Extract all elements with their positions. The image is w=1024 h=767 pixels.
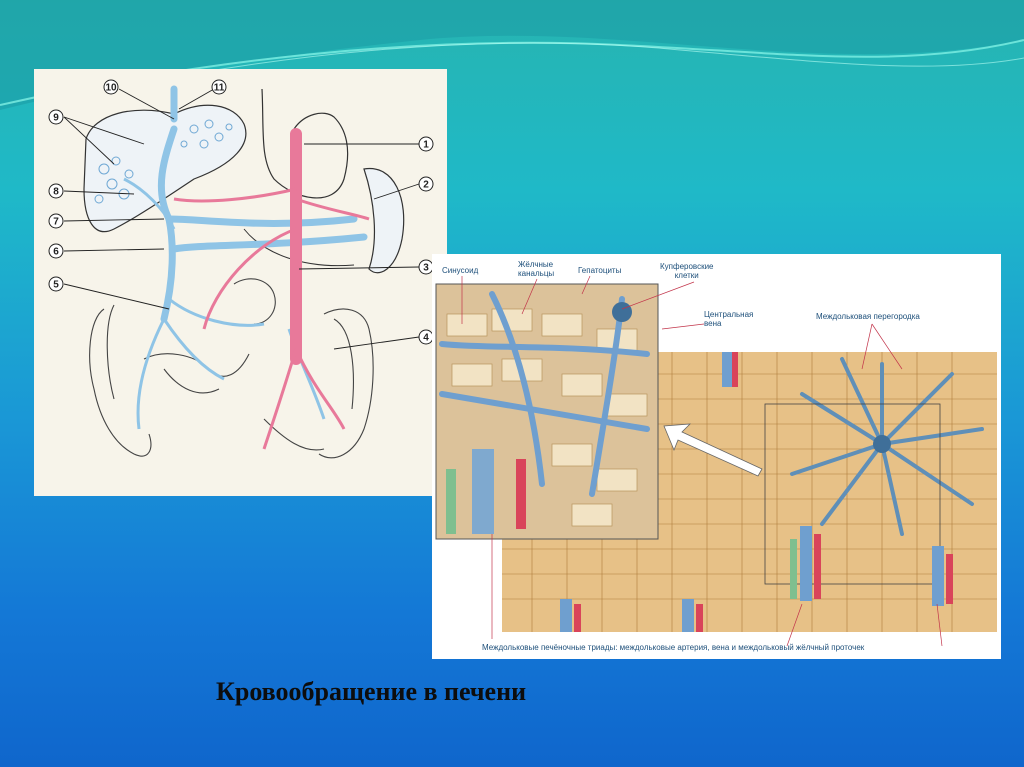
label-bile-canaliculi-line2: канальцы xyxy=(518,269,554,278)
spleen-outline xyxy=(364,169,404,273)
callout-10: 10 xyxy=(105,83,117,94)
callout-3: 3 xyxy=(423,263,429,274)
callout-7: 7 xyxy=(53,217,59,228)
label-bile-canaliculi: Жёлчные канальцы xyxy=(518,260,554,278)
callout-6: 6 xyxy=(53,247,59,258)
callout-5: 5 xyxy=(53,280,59,291)
label-sinusoid: Синусоид xyxy=(442,266,478,275)
slide-title: Кровообращение в печени xyxy=(216,677,526,707)
callout-11: 11 xyxy=(214,83,225,94)
label-interlobular-septum: Междольковая перегородка xyxy=(816,312,920,321)
label-portal-triads: Междольковые печёночные триады: междольк… xyxy=(482,643,864,652)
label-kupffer-line1: Купферовские xyxy=(660,262,714,271)
label-central-vein-line2: вена xyxy=(704,319,753,328)
label-kupffer-cells: Купферовские клетки xyxy=(660,262,714,280)
callout-8: 8 xyxy=(53,187,59,198)
callout-9: 9 xyxy=(53,113,59,124)
callout-1: 1 xyxy=(423,140,429,151)
label-hepatocytes: Гепатоциты xyxy=(578,266,621,275)
label-bile-canaliculi-line1: Жёлчные xyxy=(518,260,554,269)
label-central-vein: Центральная вена xyxy=(704,310,753,328)
label-kupffer-line2: клетки xyxy=(660,271,714,280)
callout-4: 4 xyxy=(423,333,429,344)
liver-lobule-diagram: Синусоид Жёлчные канальцы Гепатоциты Куп… xyxy=(432,254,1001,659)
intestines-outline xyxy=(90,279,373,458)
central-vein xyxy=(873,435,891,453)
portal-circulation-diagram: 10 11 9 8 7 6 5 1 2 3 4 xyxy=(34,69,447,496)
label-central-vein-line1: Центральная xyxy=(704,310,753,319)
callout-2: 2 xyxy=(423,180,429,191)
stomach-outline xyxy=(262,89,348,198)
inset-central-vein xyxy=(612,302,632,322)
